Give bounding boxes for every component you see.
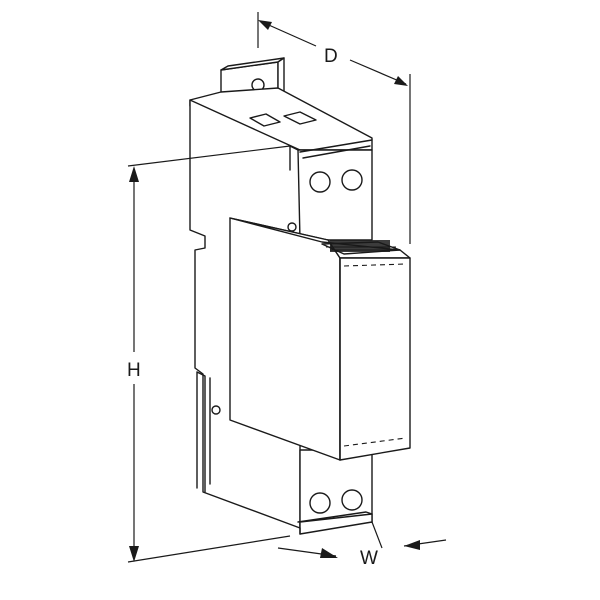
height-arrow-top-icon (129, 166, 139, 182)
side-rivet-lower-icon (211, 405, 221, 415)
depth-arrow-right-icon (394, 76, 408, 86)
dimension-depth: D (257, 12, 411, 244)
din-clip-latch (196, 371, 211, 493)
module-front-face (339, 257, 411, 461)
lower-screw-left-icon (309, 492, 331, 514)
top-slot-left (249, 113, 281, 127)
side-rivet-upper-icon (287, 222, 297, 232)
width-arrow-right-icon (404, 540, 420, 550)
grip-texture (330, 240, 390, 252)
height-label: H (127, 360, 141, 381)
upper-screw-right-icon (341, 169, 363, 191)
dimension-width: W (277, 521, 447, 569)
plug-in-module (229, 217, 411, 461)
lower-screw-right-icon (341, 489, 363, 511)
width-label: W (360, 548, 378, 569)
depth-arrow-left-icon (258, 20, 272, 30)
depth-label: D (324, 46, 338, 67)
height-arrow-bottom-icon (129, 546, 139, 562)
module-side-face (229, 217, 341, 461)
upper-terminal-block (297, 149, 373, 241)
top-slot-right (283, 111, 317, 125)
dimension-height: H (127, 145, 291, 563)
width-arrow-left-icon (320, 548, 338, 558)
upper-screw-left-icon (309, 171, 331, 193)
